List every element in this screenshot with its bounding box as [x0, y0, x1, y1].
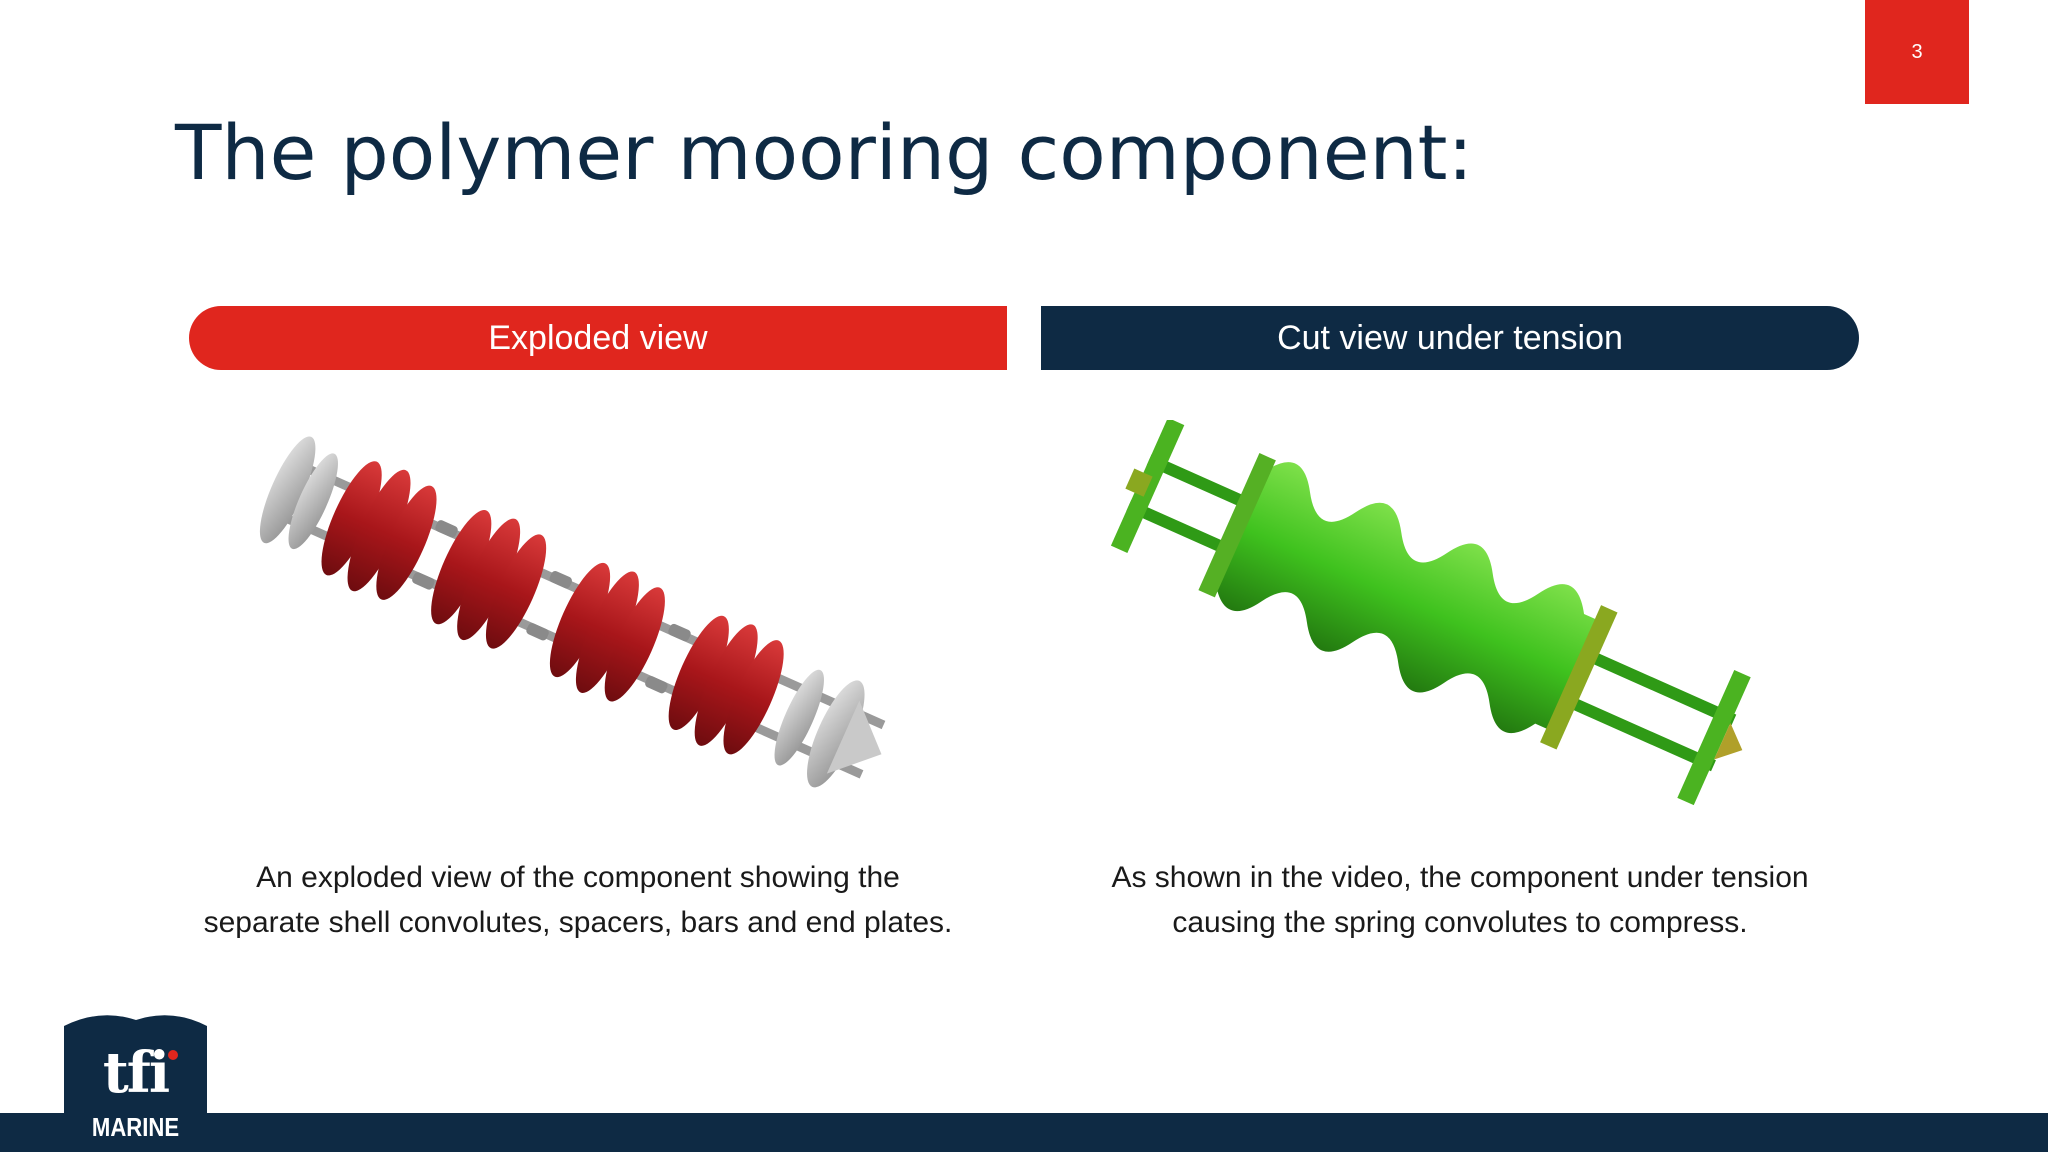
caption-line: An exploded view of the component showin… — [256, 861, 900, 894]
footer-bar — [0, 1113, 2048, 1152]
exploded-view-caption: An exploded view of the component showin… — [148, 855, 1008, 945]
cut-view-caption: As shown in the video, the component und… — [1030, 855, 1890, 945]
slide-title: The polymer mooring component: — [175, 108, 1474, 197]
logo-brand-top: tfi — [102, 1040, 170, 1106]
exploded-view-image — [200, 420, 960, 820]
cut-view-image — [1070, 417, 1830, 820]
cut-view-header: Cut view under tension — [1041, 306, 1859, 370]
caption-line: separate shell convolutes, spacers, bars… — [203, 906, 953, 939]
caption-line: As shown in the video, the component und… — [1111, 861, 1809, 894]
logo-brand-bottom: MARINE — [91, 1112, 180, 1142]
logo-dot — [168, 1050, 178, 1060]
tfi-marine-logo: tfi MARINE — [64, 1012, 207, 1152]
page-number: 3 — [1865, 0, 1969, 104]
caption-line: causing the spring convolutes to compres… — [1172, 906, 1748, 939]
exploded-view-header: Exploded view — [189, 306, 1007, 370]
